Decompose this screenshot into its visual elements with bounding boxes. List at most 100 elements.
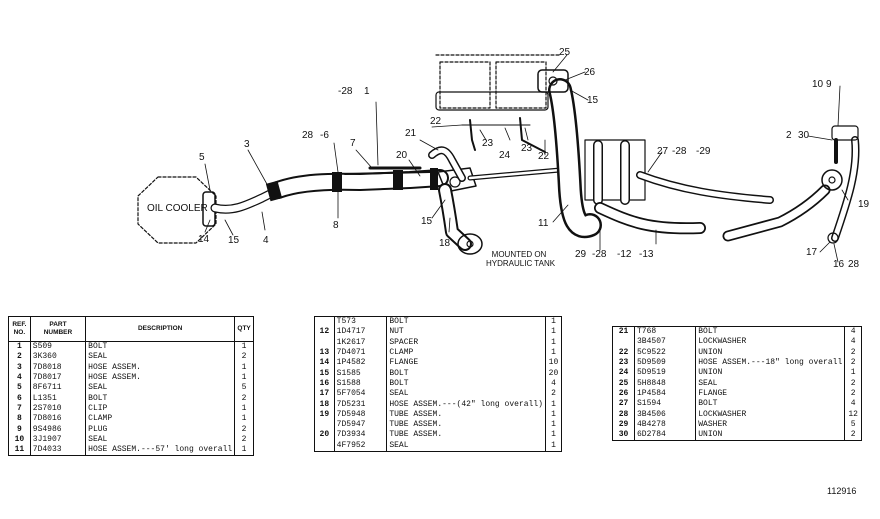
header-qty: QTY	[234, 317, 253, 342]
description-cell: UNION	[695, 347, 846, 358]
figure-number: 112916	[827, 486, 857, 496]
callout-30: 30	[798, 130, 810, 141]
ref-cell: 4	[9, 372, 31, 384]
ref-cell	[315, 337, 335, 348]
callout-29a: -29	[696, 146, 711, 157]
ref-cell	[315, 317, 335, 328]
ref-cell: 5	[9, 383, 31, 394]
callout-10: 10	[812, 79, 824, 90]
part-number-cell: 3B4507	[634, 337, 697, 348]
part-number-cell: 7D8017	[30, 372, 87, 384]
ref-cell: 22	[613, 347, 635, 358]
description-cell: BOLT	[85, 393, 236, 404]
callout-17: 17	[806, 247, 818, 258]
part-number-cell: 5H8848	[634, 378, 697, 389]
description-cell: SEAL	[85, 352, 236, 363]
qty-cell: 1	[241, 414, 247, 424]
qty-cell: 1	[551, 409, 556, 419]
header-ref-line1: REF.	[12, 321, 27, 328]
part-number-cell: 7D5231	[334, 399, 388, 410]
ref-cell: 10	[9, 434, 31, 445]
ref-cell: 2	[9, 352, 31, 363]
description-cell: FLANGE	[386, 358, 546, 369]
header-part-line1: PART	[49, 321, 67, 328]
qty-cell: 2	[551, 389, 556, 399]
part-number-cell: S509	[30, 341, 87, 353]
part-number-cell: 1K2617	[334, 337, 388, 348]
description-cell: TUBE ASSEM.	[386, 409, 546, 420]
callout-24: 24	[499, 150, 511, 161]
part-number-cell: 7D3934	[334, 430, 388, 441]
description-cell: PLUG	[85, 424, 236, 435]
description-cell: SEAL	[386, 389, 546, 400]
description-cell: CLAMP	[386, 347, 546, 359]
callout-28d: -28	[592, 249, 607, 260]
callout-1: 1	[364, 86, 370, 97]
qty-cell: 2	[850, 430, 856, 440]
qty-cell: 5	[241, 383, 247, 393]
ref-cell: 21	[613, 327, 635, 338]
callout-16: 16	[833, 259, 845, 270]
description-cell: BOLT	[85, 341, 236, 353]
part-number-cell: 3B4506	[634, 409, 697, 420]
ref-cell: 6	[9, 393, 31, 404]
description-cell: NUT	[386, 327, 546, 338]
part-number-cell: 6D2784	[634, 429, 697, 441]
mounted-on-label: MOUNTED ON HYDRAULIC TANK	[486, 250, 556, 268]
ref-cell: 29	[613, 419, 635, 430]
ref-cell: 28	[613, 409, 635, 420]
part-number-cell: L1351	[30, 393, 87, 404]
qty-cell: 12	[848, 409, 858, 419]
qty-cell: 4	[850, 327, 856, 337]
qty-cell: 2	[241, 393, 247, 403]
ref-cell: 23	[613, 357, 635, 369]
part-number-cell: 5C9522	[634, 347, 697, 358]
ref-cell: 25	[613, 378, 635, 389]
part-number-cell: S1588	[334, 378, 388, 390]
callout-18: 18	[439, 238, 451, 249]
ref-cell: 18	[315, 399, 335, 410]
description-cell: CLIP	[85, 403, 236, 415]
ref-cell: 11	[9, 444, 31, 456]
callout-15b: 15	[421, 216, 433, 227]
callout-3: 3	[244, 139, 250, 150]
mounted-on-line2: HYDRAULIC TANK	[486, 259, 556, 268]
header-ref-line2: NO.	[13, 329, 26, 336]
part-number-cell: 7D5948	[334, 409, 388, 420]
part-number-cell: 7D8016	[30, 414, 87, 425]
callout-25: 25	[559, 47, 571, 58]
callout-23a: 23	[482, 138, 494, 149]
part-number-cell: 5D9519	[634, 368, 697, 379]
qty-cell: 2	[241, 424, 247, 434]
part-number-cell: 3K360	[30, 352, 87, 363]
qty-cell: 1	[241, 342, 247, 352]
callout-7: 7	[350, 138, 356, 149]
part-number-cell: T573	[334, 317, 388, 328]
qty-cell: 5	[850, 419, 856, 429]
